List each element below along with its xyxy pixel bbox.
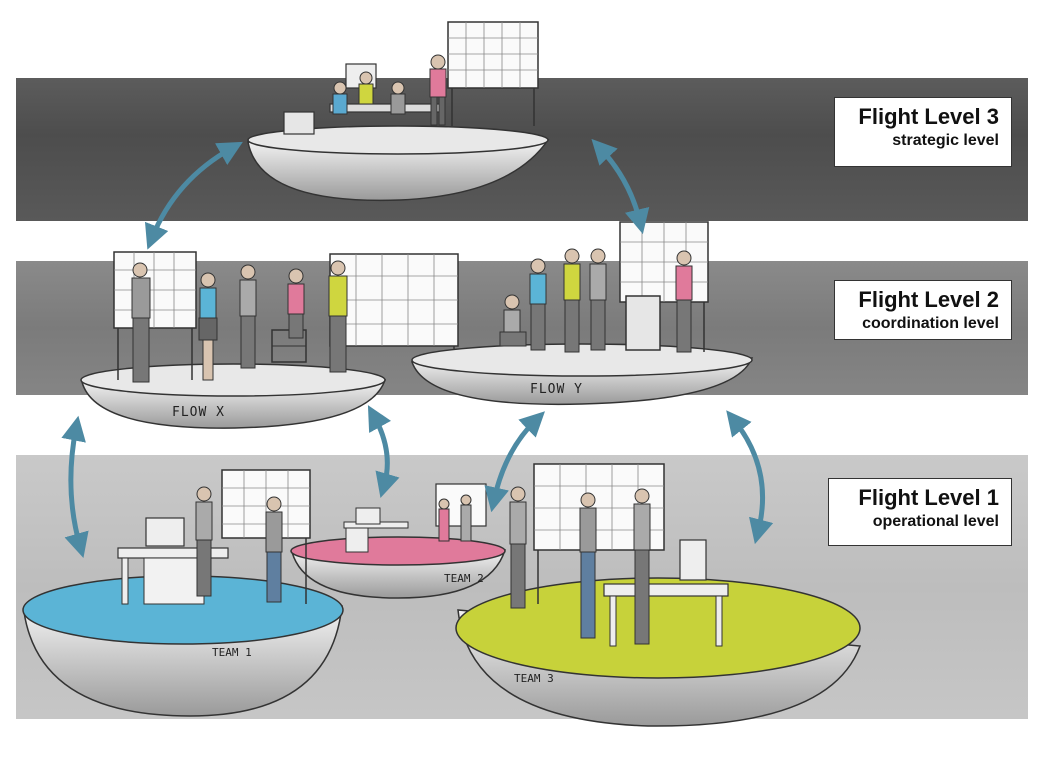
team-1-label: TEAM 1 [212, 646, 252, 659]
strategic-board [447, 21, 539, 89]
level-subtitle: operational level [872, 513, 999, 530]
level-title: Flight Level 3 [858, 104, 999, 129]
monitor [679, 539, 707, 581]
people-strategic [332, 54, 447, 126]
arrow-flow-x-to-team-2 [367, 405, 400, 498]
people-flow-y [499, 248, 693, 353]
printer [625, 295, 661, 351]
monitor [145, 517, 185, 547]
flow-y-label: FLOW Y [530, 382, 583, 397]
people-team-1 [195, 486, 283, 603]
team-2-label: TEAM 2 [444, 572, 484, 585]
flight-level-3-label: Flight Level 3 strategic level [834, 97, 1012, 167]
flight-level-1-label: Flight Level 1 operational level [828, 478, 1012, 546]
arrow-l3-to-flow-x [144, 141, 243, 250]
arrow-l3-to-flow-y [591, 138, 650, 235]
arrow-flow-y-to-team-3-right [726, 410, 774, 545]
level-title: Flight Level 2 [858, 287, 999, 312]
level-subtitle: strategic level [892, 132, 999, 149]
people-team-2 [438, 494, 472, 542]
flow-x-disc: FLOW X [80, 251, 459, 429]
team-3-label: TEAM 3 [514, 672, 554, 685]
team-2-disc: TEAM 2 [290, 483, 507, 599]
strategic-disc [247, 21, 550, 202]
flow-y-disc: FLOW Y [410, 221, 754, 406]
team-1-disc: TEAM 1 [22, 469, 344, 717]
level-subtitle: coordination level [862, 315, 999, 332]
flow-arrows [61, 138, 774, 559]
people-flow-x [131, 260, 348, 383]
flow-x-label: FLOW X [172, 405, 225, 420]
arrow-flow-y-to-team-3 [484, 411, 545, 513]
flight-level-2-label: Flight Level 2 coordination level [834, 280, 1012, 340]
level-title: Flight Level 1 [858, 485, 999, 510]
arrow-flow-x-to-team-1 [61, 415, 89, 559]
team-3-disc: TEAM 3 [455, 463, 862, 727]
